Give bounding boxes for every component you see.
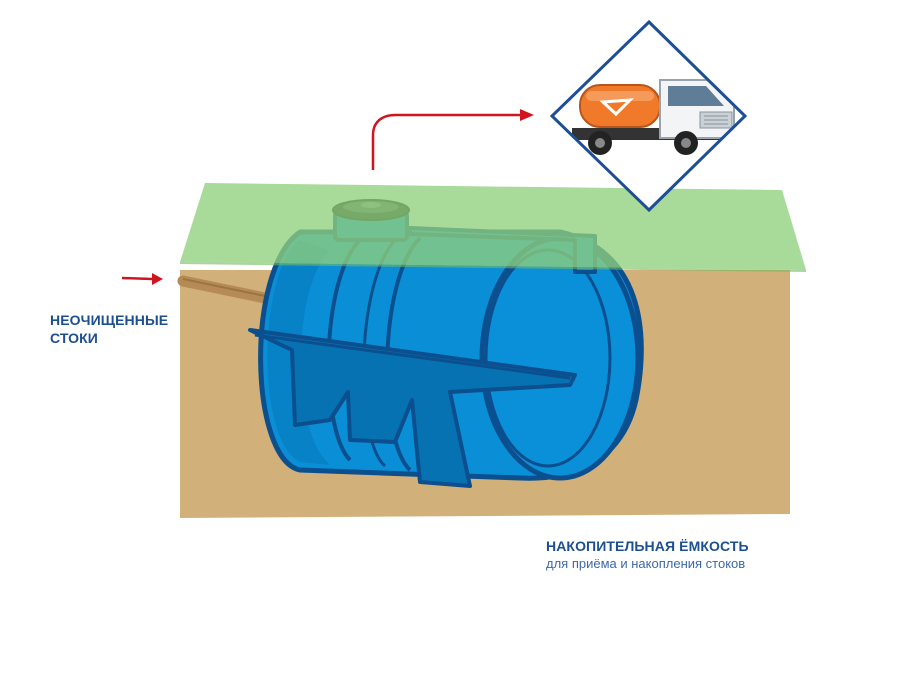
inflow-arrow-icon [121, 273, 163, 285]
inflow-label: НЕОЧИЩЕННЫЕ СТОКИ [50, 311, 210, 347]
tank-label-subtitle: для приёма и накопления стоков [546, 556, 746, 571]
inflow-label-line2: СТОКИ [50, 330, 98, 346]
tank-label-title: НАКОПИТЕЛЬНАЯ ЁМКОСТЬ [546, 538, 749, 554]
tank-label: НАКОПИТЕЛЬНАЯ ЁМКОСТЬ для приёма и накоп… [546, 537, 866, 572]
pumpout-arrow-icon [371, 109, 534, 170]
inflow-label-line1: НЕОЧИЩЕННЫЕ [50, 312, 169, 328]
inlet-pipe [177, 275, 271, 304]
grass-layer [180, 183, 806, 270]
vacuum-truck-icon [549, 19, 748, 213]
